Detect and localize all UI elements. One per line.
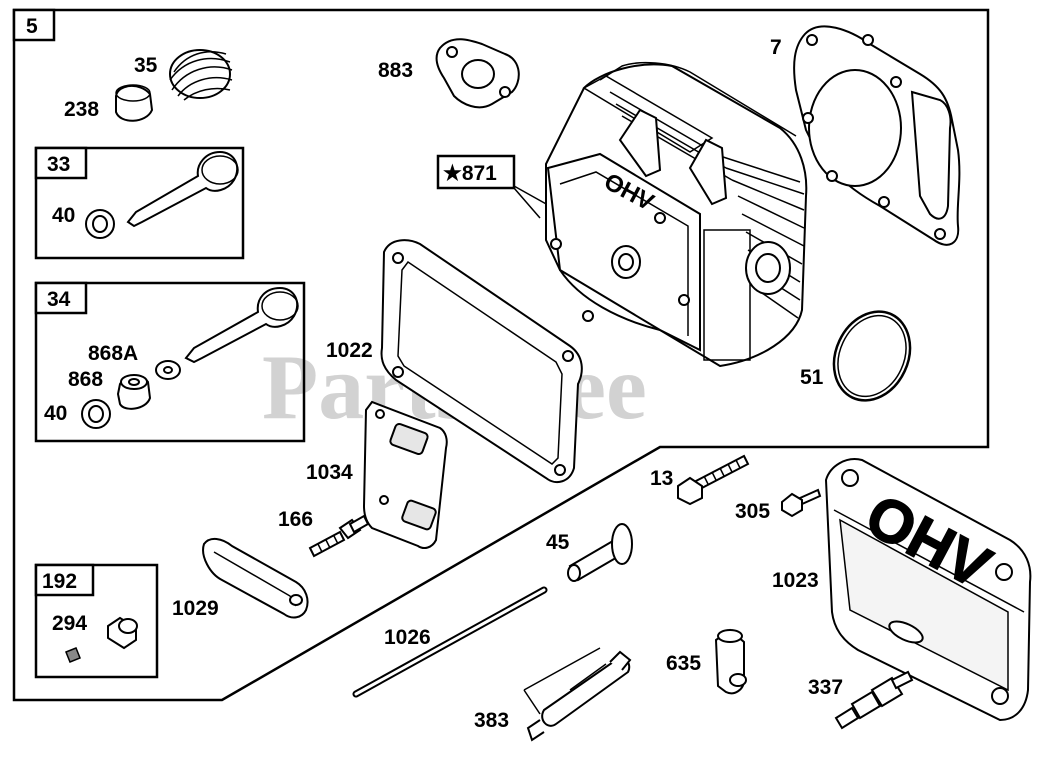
label-1026: 1026 (384, 626, 431, 649)
label-883: 883 (378, 59, 413, 82)
valve-keeper-40b (81, 399, 111, 429)
spark-plug (834, 670, 914, 730)
o-ring (832, 310, 912, 402)
label-7: 7 (770, 36, 782, 59)
rocker-cover: OHV (824, 458, 1032, 722)
box-33-frame (34, 146, 245, 260)
exhaust-valve (184, 286, 299, 364)
push-rod (352, 586, 548, 698)
box-33-tag (34, 146, 88, 180)
label-1022: 1022 (326, 339, 373, 362)
assembly-outline (12, 8, 990, 702)
label-35: 35 (134, 54, 158, 77)
box-34-tag (34, 281, 88, 315)
washer-868a (155, 360, 181, 380)
box-192-frame (34, 563, 159, 679)
cylinder-head: OHV (545, 61, 808, 368)
label-1034: 1034 (306, 461, 353, 484)
box-34-number: 34 (47, 288, 71, 311)
valve-spring (169, 49, 233, 101)
rocker-arm (202, 538, 309, 619)
label-40a: 40 (52, 204, 75, 227)
label-383: 383 (474, 709, 509, 732)
valve-cap (115, 84, 154, 122)
rocker-cover-gasket (380, 239, 583, 484)
box-5-number: 5 (26, 15, 38, 38)
kit-871-leader-2 (513, 187, 541, 219)
intake-valve (126, 150, 239, 228)
label-305: 305 (735, 500, 770, 523)
label-238: 238 (64, 98, 99, 121)
exhaust-gasket (435, 38, 520, 109)
box-33-number: 33 (47, 153, 70, 176)
head-gasket (793, 25, 961, 246)
cover-screw (781, 488, 822, 518)
label-337: 337 (808, 676, 843, 699)
label-1029: 1029 (172, 597, 219, 620)
rocker-stud (308, 514, 370, 558)
label-635: 635 (666, 652, 701, 675)
box-5-tag (12, 8, 56, 42)
box-34-frame (34, 281, 306, 443)
label-1023: 1023 (772, 569, 819, 592)
seal-868 (116, 374, 152, 410)
rocker-plate (362, 400, 448, 549)
label-868: 868 (68, 368, 103, 391)
label-51: 51 (800, 366, 824, 389)
kit-871-leader-1 (513, 185, 549, 206)
label-40b: 40 (44, 402, 67, 425)
label-166: 166 (278, 508, 313, 531)
box-192-number: 192 (42, 570, 77, 593)
label-868a: 868A (88, 342, 138, 365)
breather-fitting (65, 616, 138, 663)
label-45: 45 (546, 531, 570, 554)
valve-lifter (567, 523, 633, 582)
breather-elbow (714, 628, 747, 695)
kit-871-tag (436, 154, 516, 190)
kit-871-label: ★871 (443, 162, 497, 185)
label-13: 13 (650, 467, 673, 490)
spark-plug-tool (523, 647, 632, 742)
valve-keeper-40a (85, 209, 115, 239)
box-192-tag (34, 563, 95, 597)
label-294: 294 (52, 612, 87, 635)
head-bolt (677, 454, 750, 506)
